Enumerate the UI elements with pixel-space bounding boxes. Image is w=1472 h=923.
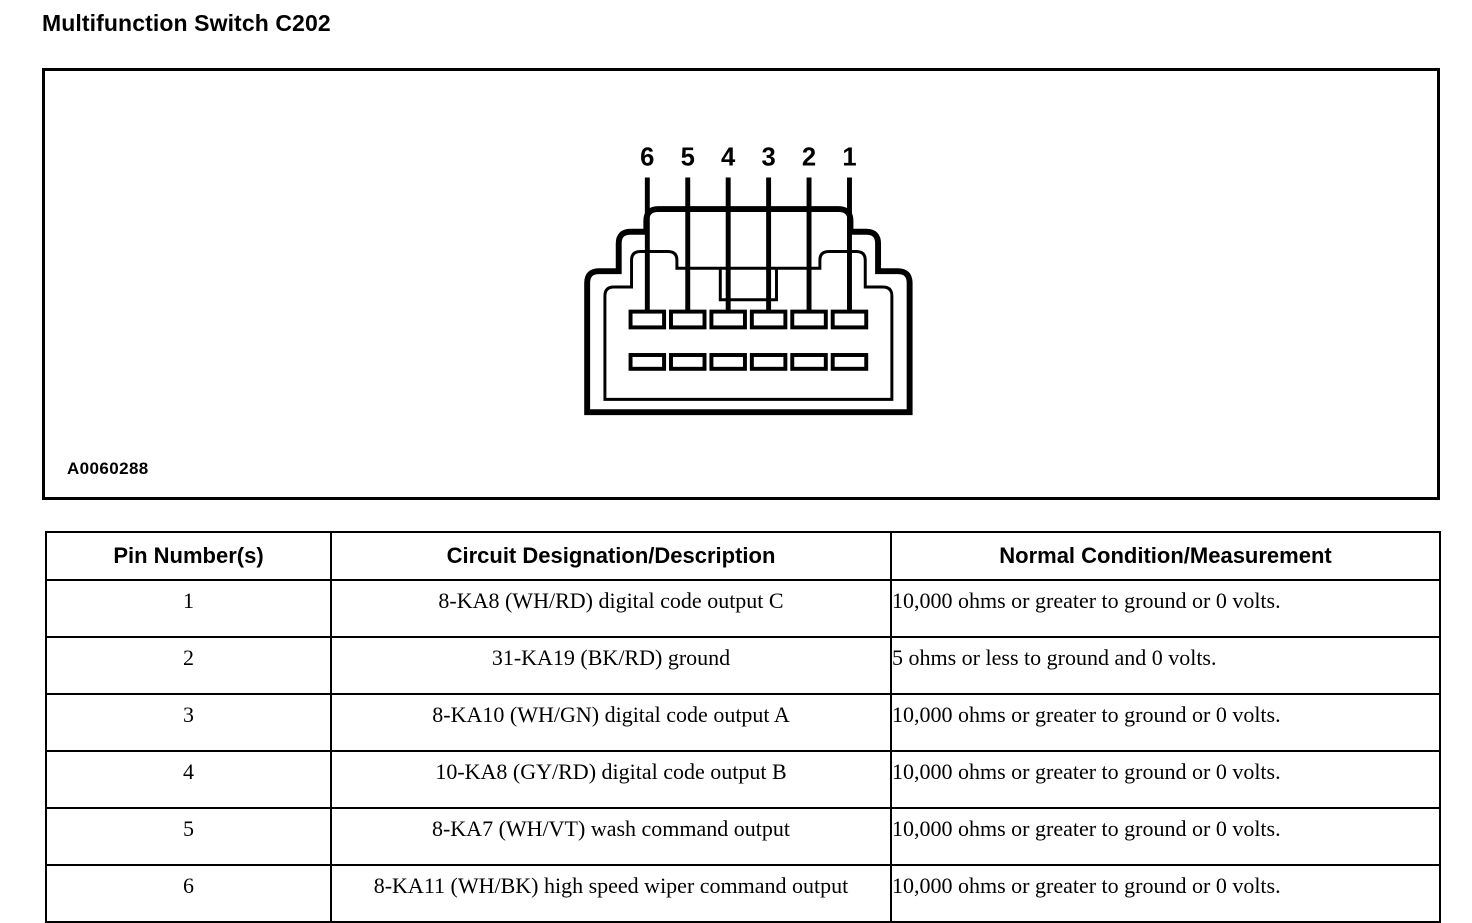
cell-normal: 10,000 ohms or greater to ground or 0 vo… <box>890 750 1441 809</box>
terminal-slot-upper-4 <box>709 309 747 330</box>
terminal-slot-lower-3 <box>749 353 788 371</box>
figure-id-label: A0060288 <box>67 459 149 478</box>
cell-pin-number: 6 <box>45 864 332 923</box>
page-title: Multifunction Switch C202 <box>42 10 331 36</box>
pin-label-4: 4 <box>721 144 736 172</box>
terminal-slot-upper-3 <box>749 309 788 330</box>
cell-pin-number: 5 <box>45 807 332 866</box>
column-header-normal: Normal Condition/Measurement <box>890 531 1441 581</box>
cell-normal: 10,000 ohms or greater to ground or 0 vo… <box>890 807 1441 866</box>
cell-normal: 5 ohms or less to ground and 0 volts. <box>890 636 1441 695</box>
cell-normal: 10,000 ohms or greater to ground or 0 vo… <box>890 864 1441 923</box>
cell-circuit: 8-KA7 (WH/VT) wash command output <box>330 807 892 866</box>
connector-outer-shell <box>584 206 913 416</box>
cell-pin-number: 4 <box>45 750 332 809</box>
cell-normal: 10,000 ohms or greater to ground or 0 vo… <box>890 693 1441 752</box>
table-body: 1 8-KA8 (WH/RD) digital code output C 10… <box>45 579 1441 923</box>
column-header-pin-number: Pin Number(s) <box>45 531 332 581</box>
table-header-row: Pin Number(s) Circuit Designation/Descri… <box>45 531 1441 581</box>
connector-figure-panel: 6 5 4 3 2 1 <box>42 68 1440 500</box>
terminal-slot-upper-2 <box>790 309 828 330</box>
table-row: 1 8-KA8 (WH/RD) digital code output C 10… <box>45 579 1441 638</box>
pin-label-2: 2 <box>802 144 816 172</box>
pin-label-1: 1 <box>842 144 856 172</box>
cell-normal: 10,000 ohms or greater to ground or 0 vo… <box>890 579 1441 638</box>
pin-label-5: 5 <box>681 144 695 172</box>
terminal-slot-lower-6 <box>628 353 667 371</box>
terminal-slot-upper-1 <box>830 309 869 330</box>
pin-label-3: 3 <box>761 144 775 172</box>
terminal-slot-lower-5 <box>669 353 707 371</box>
table-row: 6 8-KA11 (WH/BK) high speed wiper comman… <box>45 864 1441 923</box>
terminal-row-lower <box>628 353 869 371</box>
connector-inner-body <box>603 249 894 401</box>
cell-circuit: 8-KA11 (WH/BK) high speed wiper command … <box>330 864 892 923</box>
table-row: 5 8-KA7 (WH/VT) wash command output 10,0… <box>45 807 1441 866</box>
table-row: 3 8-KA10 (WH/GN) digital code output A 1… <box>45 693 1441 752</box>
pin-leader-lines <box>644 177 852 313</box>
connector-center-tab <box>718 268 778 302</box>
terminal-slot-lower-4 <box>709 353 747 371</box>
cell-circuit: 31-KA19 (BK/RD) ground <box>330 636 892 695</box>
pin-label-6: 6 <box>640 144 654 172</box>
pin-number-labels: 6 5 4 3 2 1 <box>640 144 856 172</box>
terminal-slot-upper-6 <box>628 309 667 330</box>
terminal-slot-upper-5 <box>669 309 707 330</box>
cell-circuit: 8-KA8 (WH/RD) digital code output C <box>330 579 892 638</box>
cell-pin-number: 3 <box>45 693 332 752</box>
cell-circuit: 8-KA10 (WH/GN) digital code output A <box>330 693 892 752</box>
cell-pin-number: 2 <box>45 636 332 695</box>
column-header-circuit: Circuit Designation/Description <box>330 531 892 581</box>
terminal-slot-lower-1 <box>830 353 869 371</box>
terminal-slot-lower-2 <box>790 353 828 371</box>
pin-specification-table: Pin Number(s) Circuit Designation/Descri… <box>45 531 1441 923</box>
cell-circuit: 10-KA8 (GY/RD) digital code output B <box>330 750 892 809</box>
connector-diagram: 6 5 4 3 2 1 <box>584 144 913 416</box>
table-row: 4 10-KA8 (GY/RD) digital code output B 1… <box>45 750 1441 809</box>
cell-pin-number: 1 <box>45 579 332 638</box>
terminal-row-upper <box>628 309 869 330</box>
table-row: 2 31-KA19 (BK/RD) ground 5 ohms or less … <box>45 636 1441 695</box>
